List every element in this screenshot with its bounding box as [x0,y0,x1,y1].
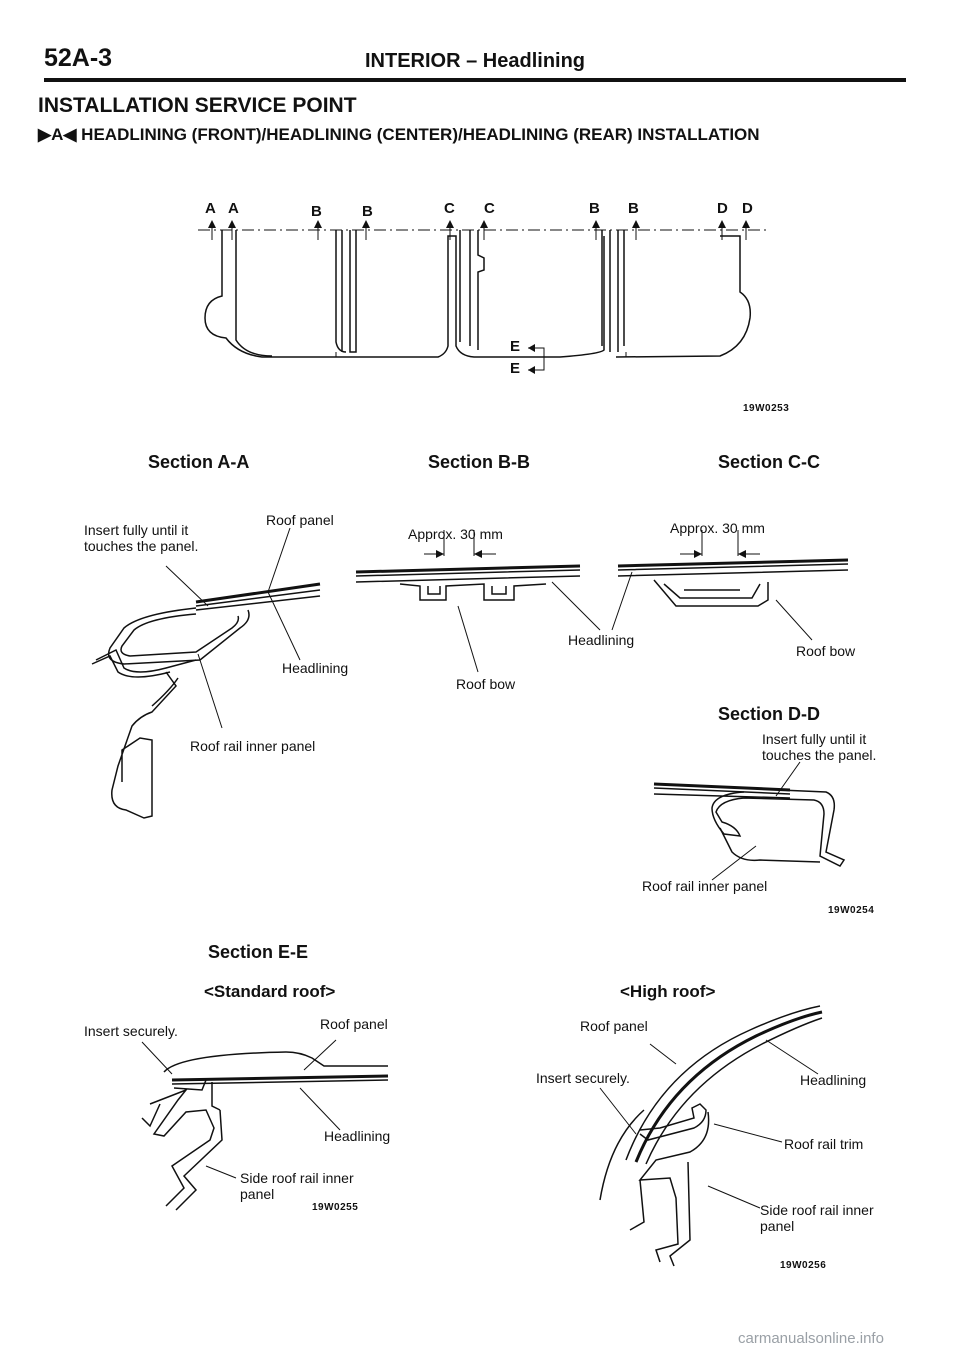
high-roof-panel-label: Roof panel [580,1018,648,1034]
sub-heading-text: HEADLINING (FRONT)/HEADLINING (CENTER)/H… [81,125,760,144]
cut-label-a1: A [205,200,216,217]
figure-code-19w0255: 19W0255 [312,1202,359,1213]
page-number: 52A-3 [44,44,113,72]
section-e-e-standard-drawing [141,1039,389,1211]
sub-heading: ▶A◀ HEADLINING (FRONT)/HEADLINING (CENTE… [38,125,760,145]
std-headlining-label: Headlining [324,1128,391,1144]
a-a-insert-note: Insert fully until it touches the panel. [84,522,199,554]
watermark: carmanualsonline.info [738,1330,884,1347]
a-a-roof-panel-label: Roof panel [266,512,334,528]
high-roof-heading: <High roof> [620,982,716,1001]
high-roof-rail-trim-label: Roof rail trim [784,1136,864,1152]
high-headlining-label: Headlining [800,1072,867,1088]
figure-code-19w0256: 19W0256 [780,1260,827,1271]
cut-arrows [208,220,750,240]
d-d-insert-note: Insert fully until it touches the panel. [762,731,877,763]
section-d-d-drawing [653,761,846,881]
std-roof-panel-label: Roof panel [320,1016,388,1032]
c-c-roof-bow-label: Roof bow [796,643,856,659]
a-a-roof-rail-inner-panel-label: Roof rail inner panel [190,738,316,754]
standard-roof-heading: <Standard roof> [204,982,336,1001]
section-d-d-title: Section D-D [718,704,821,724]
section-b-b-drawing [355,530,581,673]
service-marker: ▶A◀ [38,125,77,144]
section-title: INSTALLATION SERVICE POINT [38,94,357,117]
c-c-headlining-label: Headlining [568,632,635,648]
cut-label-c2: C [484,200,495,217]
cut-label-b3: B [589,200,600,217]
cut-label-d2: D [742,200,753,217]
section-a-a-drawing [91,527,321,819]
cut-label-b1: B [311,203,322,220]
section-e-e-title: Section E-E [208,942,309,962]
figure-code-19w0253: 19W0253 [743,403,790,414]
cut-label-e1: E [510,338,521,355]
page-title: INTERIOR – Headlining [365,50,586,72]
section-c-c-title: Section C-C [718,452,821,472]
std-side-roof-rail-label: Side roof rail inner panel [240,1170,354,1202]
header-rule [44,78,906,82]
high-side-roof-rail-label: Side roof rail inner panel [760,1202,874,1234]
section-b-b-title: Section B-B [428,452,531,472]
cut-label-b2: B [362,203,373,220]
std-insert-note: Insert securely. [84,1023,178,1039]
cut-label-c1: C [444,200,455,217]
b-b-approx-label: Approx. 30 mm [408,526,503,542]
c-c-approx-label: Approx. 30 mm [670,520,765,536]
section-e-e-high-drawing [599,1005,823,1267]
cut-label-d1: D [717,200,728,217]
section-c-c-drawing [551,530,849,641]
cut-label-b4: B [628,200,639,217]
d-d-roof-rail-inner-panel-label: Roof rail inner panel [642,878,768,894]
section-a-a-title: Section A-A [148,452,250,472]
a-a-headlining-label: Headlining [282,660,349,676]
b-b-roof-bow-label: Roof bow [456,676,516,692]
figure-code-19w0254: 19W0254 [828,905,875,916]
cut-label-e2: E [510,360,521,377]
high-insert-note: Insert securely. [536,1070,630,1086]
cut-label-a2: A [228,200,239,217]
headlining-top-view [198,220,770,374]
